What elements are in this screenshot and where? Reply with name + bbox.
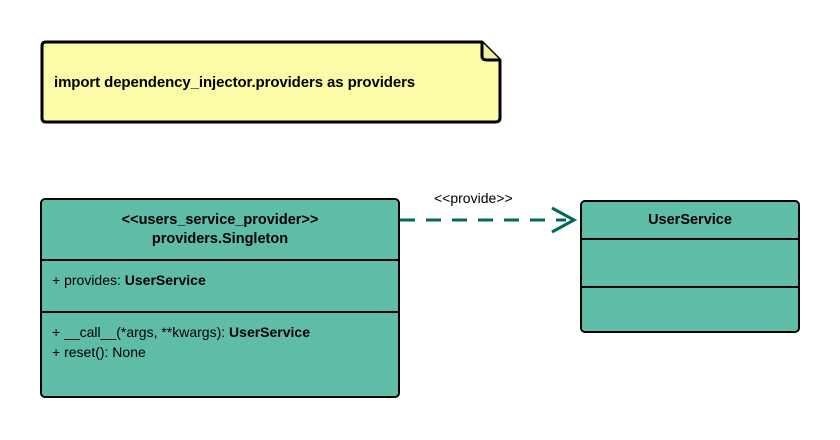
arrowhead-open-icon — [551, 206, 578, 234]
method-type: UserService — [229, 324, 310, 340]
class-attributes-compartment: + provides: UserService — [42, 259, 398, 311]
method-visibility: + — [52, 324, 61, 340]
method-row: + reset(): None — [52, 342, 388, 362]
attribute-row: + provides: UserService — [52, 270, 388, 290]
class-name: UserService — [648, 211, 732, 228]
class-header-users-service-provider: <<users_service_provider>> providers.Sin… — [42, 200, 398, 259]
method-label: reset(): None — [64, 344, 146, 360]
note-text: import dependency_injector.providers as … — [54, 73, 416, 91]
class-attributes-compartment — [582, 238, 798, 286]
class-header-user-service: UserService — [582, 202, 798, 238]
class-name: providers.Singleton — [151, 230, 289, 247]
class-methods-compartment — [582, 286, 798, 331]
method-row: + __call__(*args, **kwargs): UserService — [52, 322, 388, 342]
attribute-visibility: + — [52, 272, 61, 288]
class-user-service[interactable]: UserService — [580, 200, 800, 333]
method-label: __call__(*args, **kwargs): — [64, 324, 230, 340]
class-stereotype: <<users_service_provider>> — [121, 211, 319, 228]
note-import: import dependency_injector.providers as … — [40, 40, 502, 124]
attribute-label: provides: — [64, 272, 125, 288]
method-visibility: + — [52, 344, 61, 360]
attribute-type: UserService — [124, 272, 206, 288]
note-shape — [40, 40, 502, 124]
class-methods-compartment: + __call__(*args, **kwargs): UserService… — [42, 311, 398, 396]
class-users-service-provider[interactable]: <<users_service_provider>> providers.Sin… — [40, 198, 400, 398]
connector-label: <<provide>> — [434, 190, 513, 206]
